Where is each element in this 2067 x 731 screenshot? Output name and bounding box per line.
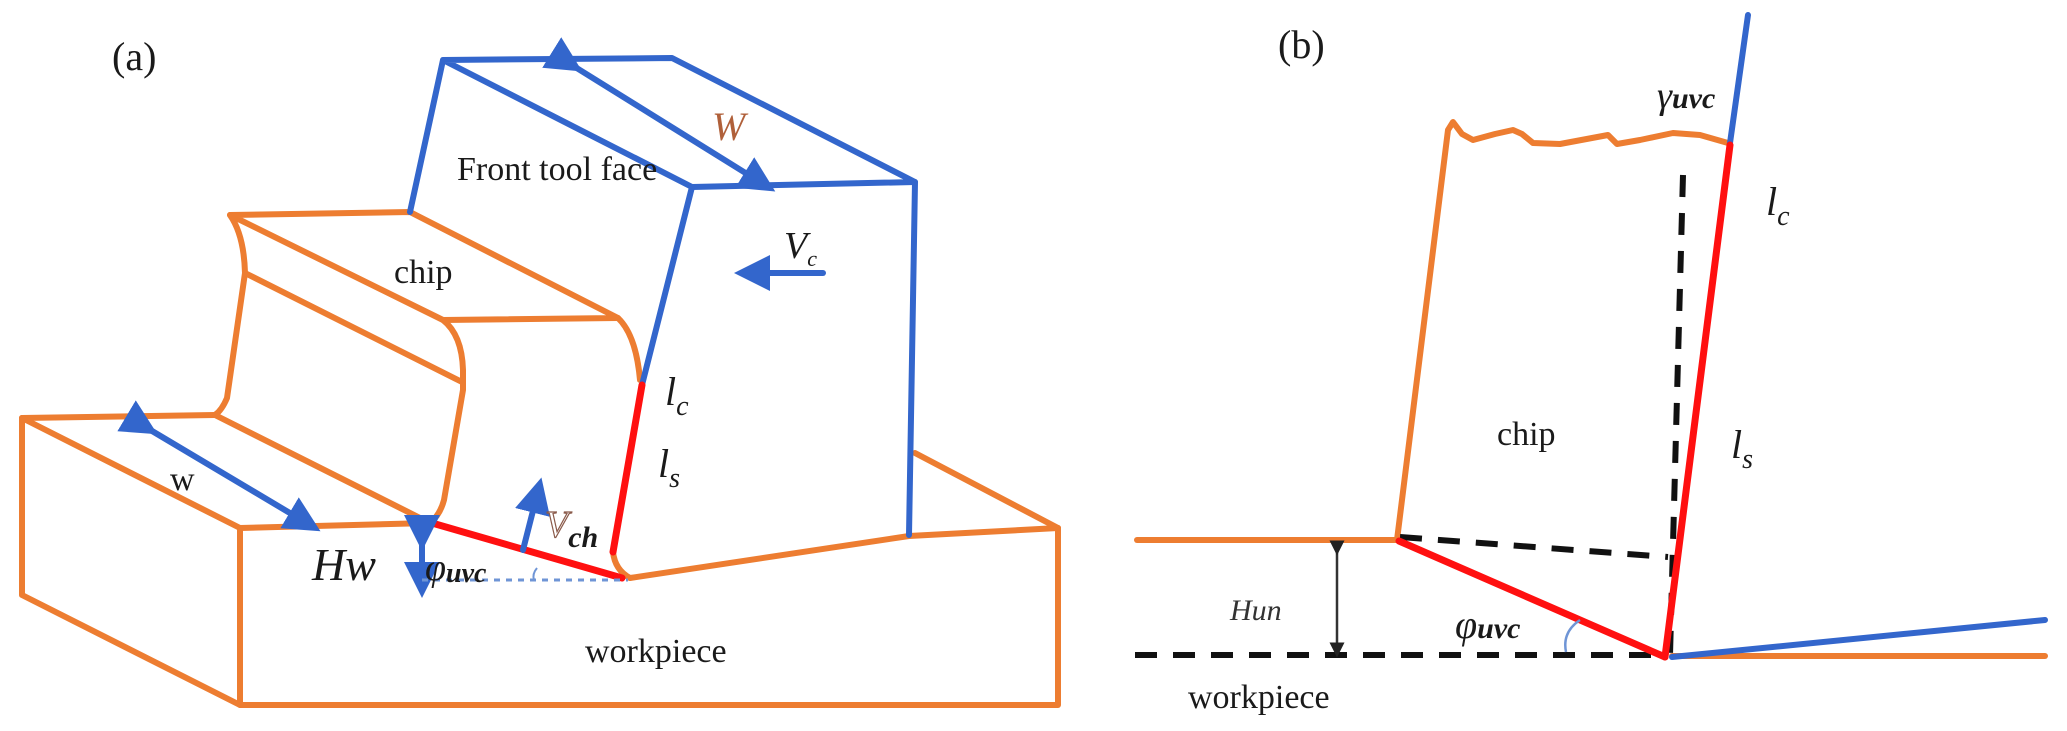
chip-velocity-arrow xyxy=(515,477,551,553)
contact-length-label-a: lc xyxy=(665,369,689,422)
panel-a: (a) xyxy=(19,34,1061,708)
panel-b: (b) γuvc lc chip ls Hun φuvc xyxy=(1134,12,2048,716)
vc-main: V xyxy=(784,225,811,267)
shear-angle-label-b: φuvc xyxy=(1455,602,1520,647)
chip-width-label: w xyxy=(170,461,195,498)
vch-sub: ch xyxy=(568,521,598,554)
shear-plane-line-a xyxy=(428,519,626,582)
phi-main-a: φ xyxy=(425,547,446,589)
workpiece-label-b: workpiece xyxy=(1188,679,1330,716)
contact-length-line-a xyxy=(609,381,646,556)
lc-sub-b: c xyxy=(1777,201,1790,232)
workpiece-label-a: workpiece xyxy=(585,633,727,670)
angle-arc-a xyxy=(532,567,538,581)
contact-length-label-b: lc xyxy=(1766,179,1790,232)
cutting-velocity-label: Vc xyxy=(784,225,817,271)
ls-main-b: l xyxy=(1731,422,1742,467)
phi-sub-b: uvc xyxy=(1477,612,1520,645)
shear-length-label-a: ls xyxy=(658,441,680,494)
phi-sub-a: uvc xyxy=(446,558,487,589)
gamma-main: γ xyxy=(1657,75,1673,117)
chip-label-a: chip xyxy=(394,254,453,291)
tool-width-arrow xyxy=(542,37,776,192)
flank-face-line xyxy=(1669,617,2048,660)
shear-angle-label-a: φuvc xyxy=(425,547,487,589)
shear-plane-line-b xyxy=(1395,537,1669,661)
lc-main-b: l xyxy=(1766,179,1777,224)
angle-arc-b xyxy=(1564,618,1581,653)
reference-dashed-middle xyxy=(1399,534,1669,560)
chip-a-outline xyxy=(212,209,643,581)
panel-b-label: (b) xyxy=(1278,22,1325,67)
lc-sub-a: c xyxy=(676,391,689,422)
shear-length-label-b: ls xyxy=(1731,422,1753,475)
vch-main: V xyxy=(545,504,572,546)
chip-velocity-label: Vch xyxy=(545,504,598,554)
vc-sub: c xyxy=(807,246,817,271)
rake-angle-label: γuvc xyxy=(1657,75,1715,117)
chip-b-outline xyxy=(1394,119,1731,543)
height-label-b: Hun xyxy=(1229,594,1282,627)
rake-face-line xyxy=(1727,12,1751,146)
ls-main-a: l xyxy=(658,441,669,486)
height-label-a: Hw xyxy=(311,539,376,590)
lc-main-a: l xyxy=(665,369,676,414)
front-tool-face-label: Front tool face xyxy=(457,151,657,188)
workpiece-a-outline xyxy=(19,412,1061,708)
ls-sub-a: s xyxy=(669,463,680,494)
ls-sub-b: s xyxy=(1742,444,1753,475)
gamma-sub: uvc xyxy=(1672,82,1715,115)
tool-width-label: W xyxy=(712,104,749,149)
chip-width-arrow xyxy=(117,400,321,532)
chip-label-b: chip xyxy=(1497,416,1556,453)
phi-main-b: φ xyxy=(1455,602,1477,647)
contact-length-line-b xyxy=(1661,141,1734,661)
panel-a-label: (a) xyxy=(112,34,156,79)
